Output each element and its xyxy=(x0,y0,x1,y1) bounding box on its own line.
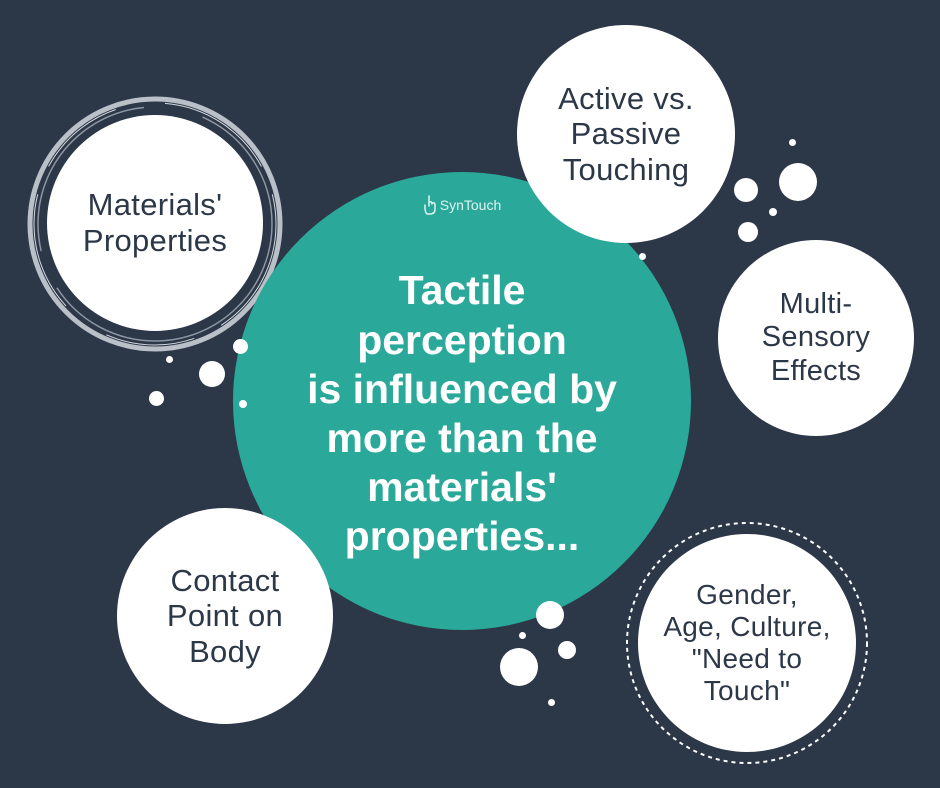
decorative-dot xyxy=(738,222,758,242)
decorative-dot xyxy=(558,641,576,659)
decorative-dot xyxy=(500,648,538,686)
syntouch-logo: SynTouch xyxy=(233,194,691,216)
materials-ring-decoration xyxy=(27,96,283,352)
decorative-dot xyxy=(536,601,564,629)
factor-active-passive-touching: Active vs. Passive Touching xyxy=(517,25,735,243)
decorative-dot xyxy=(789,139,796,146)
brand-name: SynTouch xyxy=(439,197,502,213)
factor-contact-point-on-body: Contact Point on Body xyxy=(117,508,333,724)
factor-materials-properties: Materials' Properties xyxy=(47,115,263,331)
decorative-dot xyxy=(639,253,646,260)
decorative-dot xyxy=(239,400,247,408)
decorative-dot xyxy=(166,356,173,363)
decorative-dot xyxy=(548,699,555,706)
factor-label: Materials' Properties xyxy=(82,187,228,258)
decorative-dot xyxy=(769,208,777,216)
factor-gender-age-culture-need-to-touch: Gender, Age, Culture, "Need to Touch" xyxy=(638,534,856,752)
central-statement-circle: SynTouch Tactile perception is influence… xyxy=(233,172,691,630)
decorative-dot xyxy=(519,632,526,639)
factor-label: Active vs. Passive Touching xyxy=(558,80,694,187)
decorative-dot xyxy=(199,361,225,387)
factor-multi-sensory-effects: Multi- Sensory Effects xyxy=(718,240,914,436)
decorative-dot xyxy=(233,339,248,354)
central-statement: Tactile perception is influenced by more… xyxy=(307,267,617,560)
decorative-dot xyxy=(149,391,164,406)
gender-ring-decoration xyxy=(626,522,868,764)
decorative-dot xyxy=(779,163,817,201)
finger-touch-icon xyxy=(424,195,436,215)
factor-label: Contact Point on Body xyxy=(166,562,284,669)
factor-label: Multi- Sensory Effects xyxy=(761,287,871,387)
factor-label: Gender, Age, Culture, "Need to Touch" xyxy=(663,578,831,707)
decorative-dot xyxy=(734,178,758,202)
